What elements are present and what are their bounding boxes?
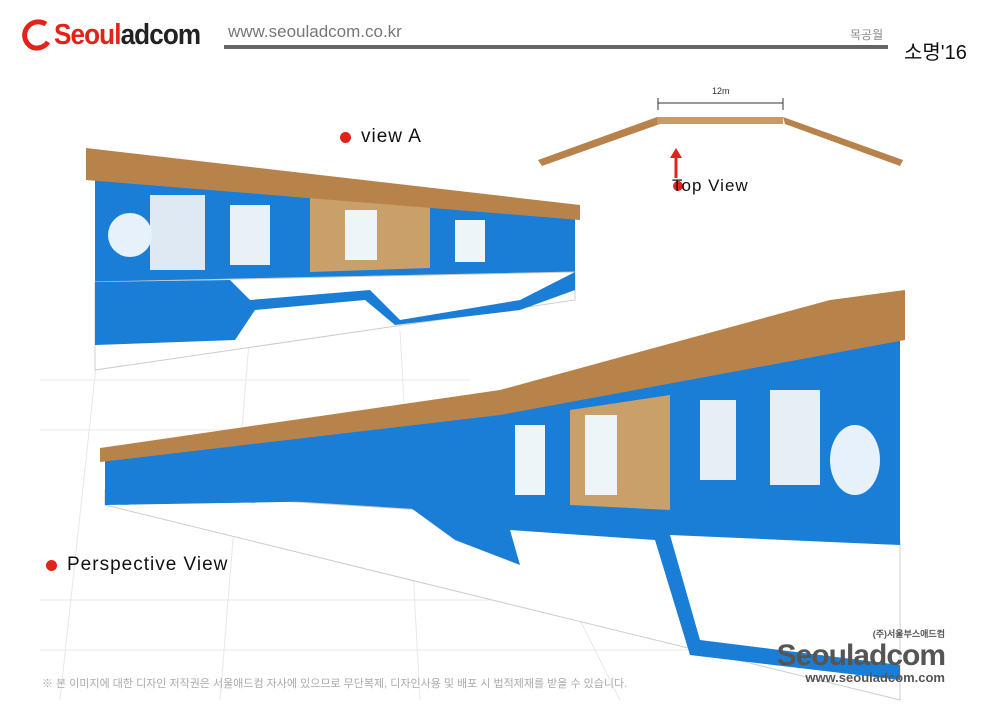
perspective-booth [100,290,905,701]
view-a-booth [86,148,580,371]
perspective-view-label: Perspective View [46,554,228,576]
view-a-label: view A [340,126,422,148]
top-view-label: Top View [672,176,749,195]
copyright-notice: ※ 본 이미지에 대한 디자인 저작권은 서울애드컴 자사에 있으므로 무단복제… [42,678,628,690]
dimension-label: 12m [712,86,730,96]
top-view-plan [538,98,903,191]
header-divider [224,45,888,49]
watermark-company: (주)서울부스애드컴 [872,629,945,639]
bullet-dot-icon [340,131,351,143]
view-a-text: view A [361,126,422,147]
logo-text: Seouladcom [54,18,201,51]
header-subtitle: 목공월 [850,28,884,42]
header-url[interactable]: www.seouladcom.co.kr [228,22,402,41]
project-title: 소명'16 [904,42,967,64]
watermark: (주)서울부스애드컴 Seouladcom www.seouladcom.com [740,627,946,685]
watermark-url: www.seouladcom.com [805,670,945,685]
logo-swirl-icon [22,19,51,51]
watermark-logo: Seouladcom [776,639,946,672]
perspective-view-text: Perspective View [67,554,229,575]
bullet-dot-icon [46,559,57,571]
header-logo[interactable]: Seouladcom [22,18,216,52]
